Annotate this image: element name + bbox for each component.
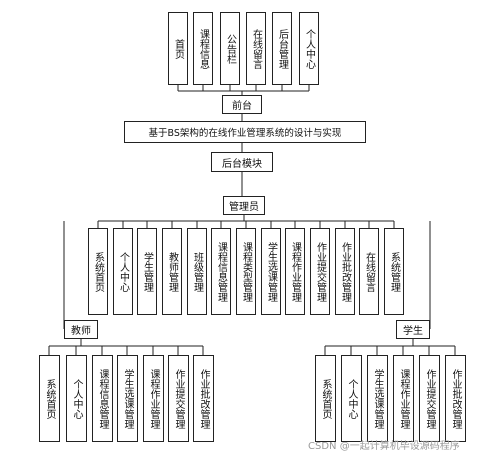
frontend-item-5: 后台管理: [272, 12, 292, 85]
admin-item-4: 教师管理: [162, 228, 182, 315]
frontend-item-2: 课程信息: [193, 12, 213, 85]
admin-item-7: 课程类型管理: [236, 228, 256, 315]
frontend-item-6: 个人中心: [299, 12, 319, 85]
teacher-node: 教师: [64, 320, 98, 339]
admin-item-11: 作业批改管理: [335, 228, 355, 315]
teacher-item-1: 系统首页: [39, 355, 60, 442]
backend-node: 后台模块: [211, 152, 273, 172]
frontend-node: 前台: [222, 95, 262, 114]
student-node: 学生: [396, 320, 430, 339]
admin-item-12: 在线留言: [359, 228, 379, 315]
student-item-1: 系统首页: [315, 355, 336, 442]
student-item-6: 作业批改管理: [445, 355, 466, 442]
teacher-item-4: 学生选课管理: [117, 355, 138, 442]
frontend-item-3: 公告栏: [220, 12, 240, 85]
admin-item-10: 作业提交管理: [310, 228, 330, 315]
admin-item-9: 课程作业管理: [285, 228, 305, 315]
student-item-5: 作业提交管理: [419, 355, 440, 442]
admin-item-6: 课程信息管理: [211, 228, 231, 315]
student-item-2: 个人中心: [341, 355, 362, 442]
teacher-item-5: 课程作业管理: [143, 355, 164, 442]
watermark: CSDN @一起计算机毕设源码程序: [308, 441, 460, 452]
admin-item-3: 学生管理: [137, 228, 157, 315]
admin-item-2: 个人中心: [113, 228, 133, 315]
system-title-node: 基于BS架构的在线作业管理系统的设计与实现: [124, 121, 366, 143]
admin-node: 管理员: [223, 196, 265, 215]
teacher-item-6: 作业提交管理: [168, 355, 189, 442]
teacher-item-3: 课程信息管理: [92, 355, 113, 442]
admin-item-13: 系统管理: [384, 228, 404, 315]
student-item-4: 课程作业管理: [393, 355, 414, 442]
teacher-item-7: 作业批改管理: [193, 355, 214, 442]
frontend-item-1: 首页: [168, 12, 188, 85]
teacher-item-2: 个人中心: [66, 355, 87, 442]
admin-item-5: 班级管理: [187, 228, 207, 315]
admin-item-1: 系统首页: [88, 228, 108, 315]
frontend-item-4: 在线留言: [246, 12, 266, 85]
student-item-3: 学生选课管理: [367, 355, 388, 442]
admin-item-8: 学生选课管理: [261, 228, 281, 315]
